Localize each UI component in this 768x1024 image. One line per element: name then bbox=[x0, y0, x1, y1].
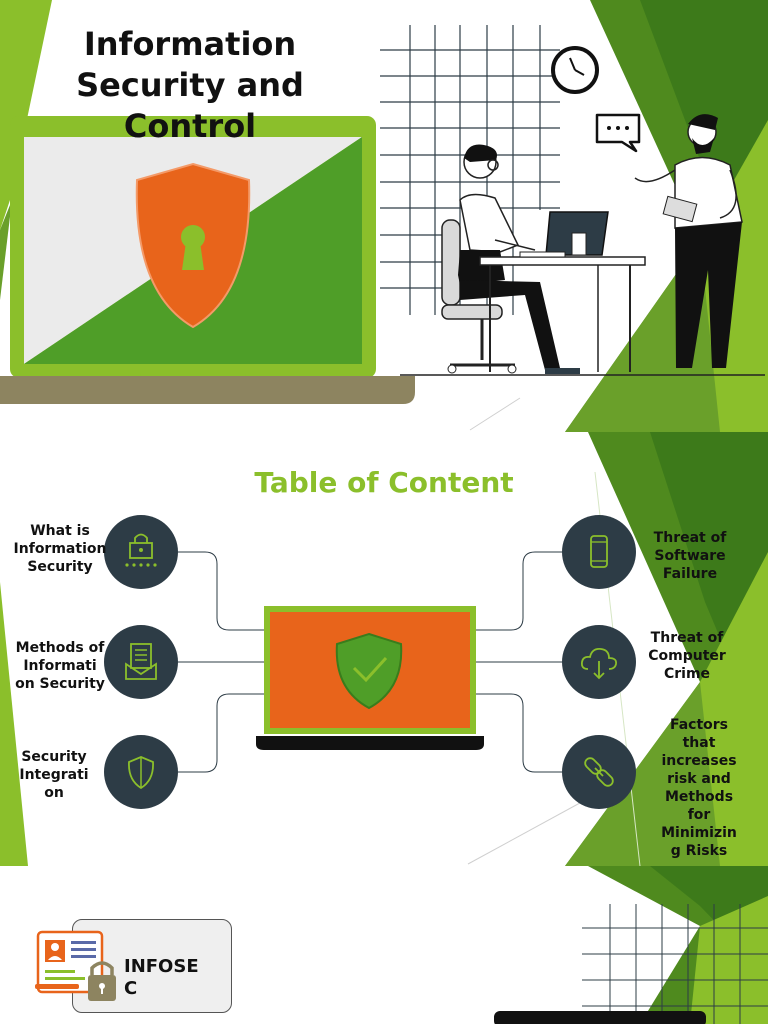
toc-item-risk-factors[interactable]: Factors that increases risk and Methods … bbox=[661, 717, 737, 859]
infosec-badge-label: INFOSE C bbox=[124, 956, 199, 999]
laptop-shield-check-illustration bbox=[256, 606, 484, 750]
toc-item-what-is-infosec[interactable]: What is Information Security bbox=[13, 523, 107, 575]
toc-icon-circle-4[interactable] bbox=[562, 515, 636, 589]
clock-icon bbox=[551, 46, 599, 94]
lock-password-icon bbox=[125, 533, 157, 567]
shield-lock-icon bbox=[135, 162, 251, 329]
toc-item-software-failure[interactable]: Threat of Software Failure bbox=[653, 530, 727, 582]
toc-icon-circle-6[interactable] bbox=[562, 735, 636, 809]
document-envelope-icon bbox=[125, 643, 157, 680]
toc-heading: Table of Content bbox=[254, 466, 514, 499]
office-illustration bbox=[441, 114, 743, 374]
shield-check-icon bbox=[335, 632, 403, 710]
speech-bubble-icon bbox=[595, 113, 641, 153]
slide-infosec: INFOSE C bbox=[0, 866, 768, 1024]
cloud-download-icon bbox=[580, 648, 618, 680]
chain-link-icon bbox=[584, 757, 614, 787]
toc-icon-circle-5[interactable] bbox=[562, 625, 636, 699]
presentation-title: Information Security and Control bbox=[76, 25, 304, 145]
slide3-background bbox=[494, 866, 768, 1024]
laptop-shield-illustration bbox=[0, 116, 415, 404]
shield-icon bbox=[128, 756, 154, 790]
id-card-lock-icon bbox=[35, 930, 116, 1001]
slide-table-of-content: Table of Content bbox=[0, 432, 768, 866]
toc-item-computer-crime[interactable]: Threat of Computer Crime bbox=[648, 630, 726, 682]
slide-title: Information Security and Control bbox=[0, 0, 768, 432]
smartphone-icon bbox=[590, 535, 608, 568]
toc-item-methods[interactable]: Methods of Informati on Security bbox=[15, 640, 105, 692]
toc-item-security-integration[interactable]: Security Integrati on bbox=[19, 749, 89, 801]
toc-icon-circle-2[interactable] bbox=[104, 625, 178, 699]
slide2-background bbox=[0, 432, 768, 866]
toc-icon-circle-3[interactable] bbox=[104, 735, 178, 809]
toc-icon-circle-1[interactable] bbox=[104, 515, 178, 589]
